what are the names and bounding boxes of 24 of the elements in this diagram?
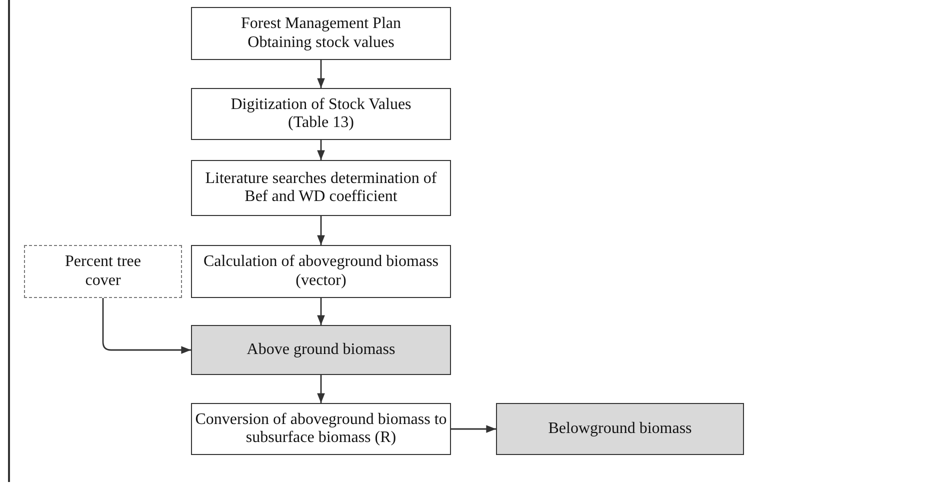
node-text: Digitization of Stock Values (Table 13) [230, 96, 412, 132]
node-text: Obtaining stock values [248, 34, 394, 52]
node-text: Belowground biomass [548, 420, 692, 438]
node-text: Conversion of aboveground biomass to subsurface biomass (R) [194, 410, 448, 448]
node-text: Literature searches determination of Bef and WD coefficient [204, 170, 438, 206]
input-box [24, 245, 182, 298]
process-box [191, 7, 451, 60]
result-box [191, 325, 451, 375]
arrow [317, 375, 325, 403]
result-box [496, 403, 744, 455]
process-box [191, 160, 451, 216]
node-text: Above ground biomass [246, 340, 396, 360]
process-box [191, 245, 451, 298]
node-text: Calculation of aboveground biomass (vector) [202, 253, 440, 290]
arrow [317, 60, 325, 88]
arrow [317, 140, 325, 160]
arrow [317, 216, 325, 245]
arrow [317, 298, 325, 325]
process-box [191, 88, 451, 140]
node-text: Percent tree cover [64, 253, 142, 290]
arrow [102, 298, 191, 354]
arrow [451, 425, 496, 433]
process-box [191, 403, 451, 455]
node-text: Forest Management Plan [241, 15, 401, 34]
